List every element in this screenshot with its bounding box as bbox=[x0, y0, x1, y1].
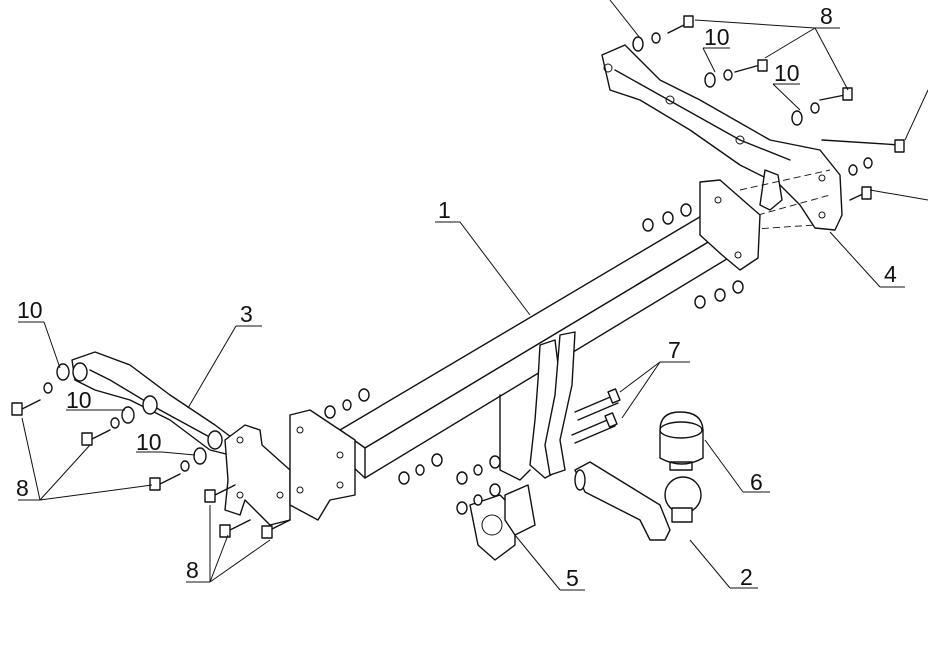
label-bolt-set-8-bottom: 8 bbox=[186, 557, 199, 583]
right-bracket bbox=[601, 44, 843, 231]
label-socket-plate: 5 bbox=[566, 565, 579, 591]
socket-plate bbox=[469, 484, 536, 561]
center-bracket bbox=[499, 331, 576, 481]
label-bolt-set-7: 7 bbox=[668, 337, 681, 363]
ball-cover bbox=[659, 411, 704, 471]
left-mount-plate bbox=[224, 409, 356, 526]
label-washer-10-d: 10 bbox=[66, 387, 92, 413]
label-ball: 2 bbox=[740, 564, 753, 590]
label-right-bracket: 4 bbox=[884, 261, 897, 287]
label-ball-cover: 6 bbox=[750, 469, 763, 495]
label-washer-10-b: 10 bbox=[774, 60, 800, 86]
label-left-bracket: 3 bbox=[240, 301, 253, 327]
ball-neck bbox=[574, 461, 702, 541]
label-frame: 1 bbox=[438, 197, 451, 223]
label-washer-10-a: 10 bbox=[704, 24, 730, 50]
leader-lines bbox=[18, 0, 928, 591]
label-bolt-set-8-top: 8 bbox=[820, 3, 833, 29]
bolts bbox=[11, 15, 905, 539]
label-bolt-set-8-left: 8 bbox=[16, 475, 29, 501]
label-washer-10-e: 10 bbox=[136, 429, 162, 455]
callouts: 1 2 3 4 5 6 7 8 10 10 10 10 10 8 8 bbox=[16, 3, 897, 591]
label-washer-10-c: 10 bbox=[17, 297, 43, 323]
